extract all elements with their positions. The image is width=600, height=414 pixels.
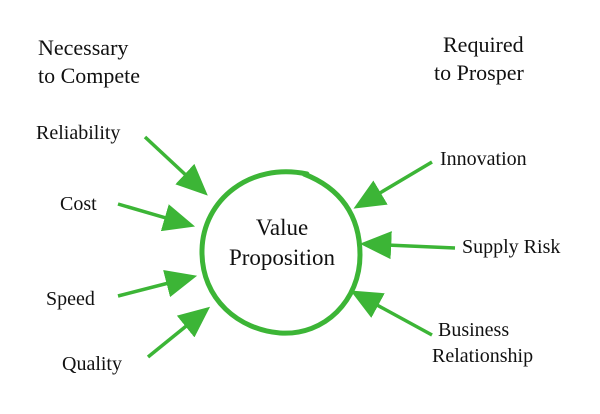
label-business-relationship-line-1: Business — [438, 319, 510, 341]
center-label: Value Proposition — [212, 213, 352, 273]
header-necessary-to-compete: Necessary to Compete — [38, 34, 140, 90]
header-required-to-prosper: Required to Prosper — [434, 31, 524, 87]
header-left-line-2: to Compete — [38, 63, 141, 88]
label-business-relationship: Business Relationship — [432, 317, 533, 369]
label-supply-risk: Supply Risk — [462, 236, 561, 258]
arrow-supply-risk — [359, 231, 456, 260]
center-label-line-2: Proposition — [228, 245, 336, 270]
arrow-reliability — [143, 135, 208, 196]
center-label-line-1: Value — [255, 215, 309, 240]
center-circle — [199, 169, 363, 336]
label-reliability: Reliability — [36, 122, 121, 144]
label-speed: Speed — [46, 288, 95, 310]
arrow-quality — [146, 306, 211, 359]
header-left-line-1: Necessary — [38, 35, 129, 60]
header-right-line-2: to Prosper — [434, 60, 524, 85]
arrow-business-relationship — [350, 290, 433, 337]
label-business-relationship-line-2: Relationship — [432, 345, 534, 367]
label-quality: Quality — [62, 353, 122, 375]
arrow-innovation — [353, 160, 433, 209]
label-cost: Cost — [60, 193, 97, 215]
label-innovation: Innovation — [440, 148, 527, 170]
arrow-speed — [117, 269, 198, 298]
header-right-line-1: Required — [443, 32, 524, 57]
arrow-cost — [117, 202, 196, 232]
